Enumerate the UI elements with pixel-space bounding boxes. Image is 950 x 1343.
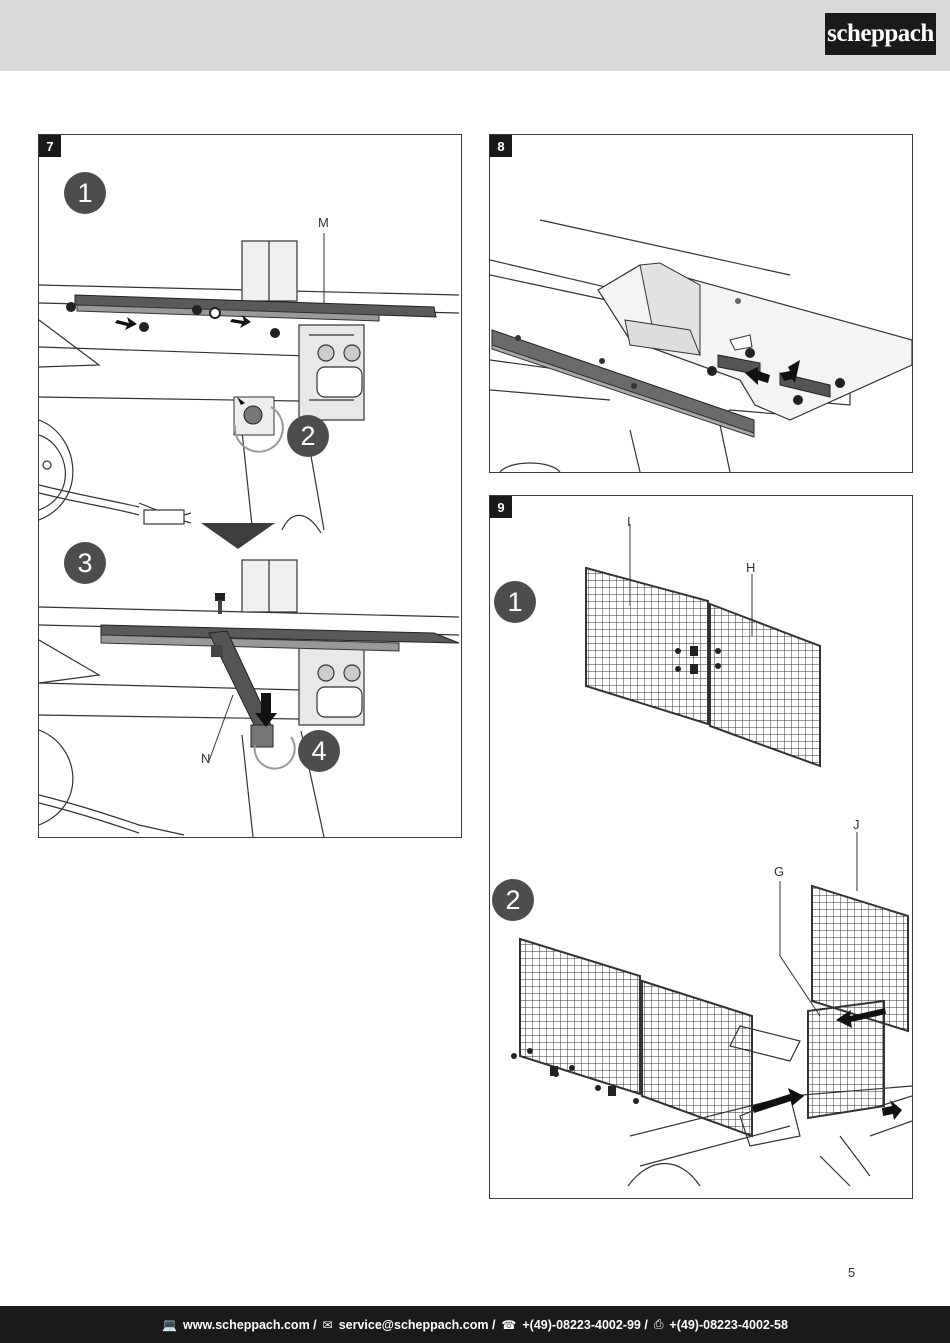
callout-g: G (774, 864, 785, 879)
callout-j: J (853, 817, 860, 832)
fax-icon: ⎙ (653, 1317, 664, 1331)
phone-icon: ☎ (501, 1317, 517, 1332)
step-3-marker: 3 (64, 542, 106, 584)
callout-h: H (746, 560, 756, 575)
figure-7-illustration (39, 233, 460, 837)
step-2-marker: 2 (287, 415, 329, 457)
brand-logo: scheppach (825, 13, 936, 55)
computer-icon: 💻 (162, 1317, 178, 1332)
callout-m: M (318, 215, 329, 230)
figure-7: 7 (38, 134, 462, 838)
callout-i: I (627, 514, 631, 529)
step-4-marker: 4 (298, 730, 340, 772)
step-1-marker: 1 (494, 581, 536, 623)
footer-phone: +(49)-08223-4002-99 / (522, 1317, 648, 1332)
footer-website[interactable]: www.scheppach.com / (183, 1317, 317, 1332)
page-footer: 💻 www.scheppach.com / ✉ service@scheppac… (0, 1306, 950, 1343)
figure-number: 9 (490, 496, 512, 518)
page-number: 5 (848, 1265, 856, 1280)
figure-number: 7 (39, 135, 61, 157)
email-icon: ✉ (322, 1317, 333, 1332)
figure-8-illustration (490, 219, 912, 472)
page-header: scheppach (0, 0, 950, 71)
figure-number: 8 (490, 135, 512, 157)
callout-n: N (201, 751, 211, 766)
figure-9-illustration (511, 524, 912, 1187)
footer-email[interactable]: service@scheppach.com / (338, 1317, 496, 1332)
footer-fax: +(49)-08223-4002-58 (669, 1317, 788, 1332)
figure-8: 8 (489, 134, 913, 473)
step-2-marker: 2 (492, 879, 534, 921)
step-1-marker: 1 (64, 172, 106, 214)
figure-9: 9 (489, 495, 913, 1199)
